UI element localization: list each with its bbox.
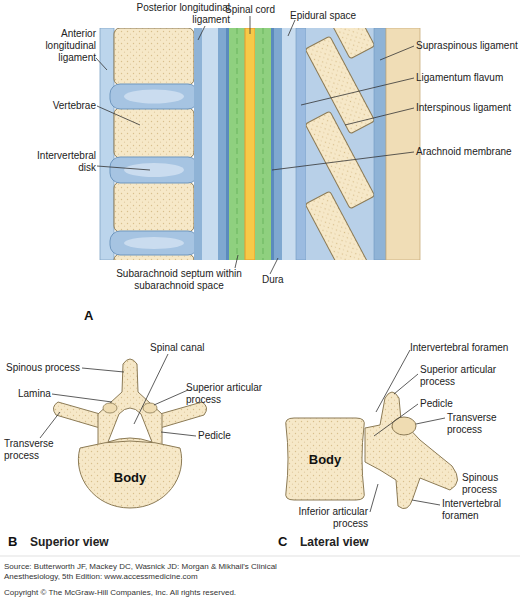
- copyright-note: Copyright © The McGraw-Hill Companies, I…: [4, 588, 404, 598]
- vertebral-body: [114, 108, 194, 158]
- anatomy-label: Spinous process: [462, 472, 518, 496]
- subarachnoid-septum: [237, 28, 263, 260]
- anatomy-label: Transverse process: [4, 438, 64, 462]
- spinous-process-shape: [306, 191, 374, 260]
- anatomy-label: Intervertebral disk: [20, 150, 96, 174]
- articular-facet: [103, 403, 117, 413]
- anatomy-label: Lamina: [18, 388, 68, 400]
- anatomy-label: Subarachnoid septum within subarachnoid …: [112, 268, 246, 292]
- view-title: Lateral view: [300, 535, 410, 549]
- vertebral-body-top: [78, 441, 181, 508]
- intervertebral-disk: [110, 84, 198, 109]
- supraspinous-band: [374, 28, 386, 260]
- spinal-canal-hole: [108, 408, 152, 442]
- leader-line: [394, 374, 418, 394]
- anatomy-label: Superior articular process: [186, 382, 278, 406]
- anatomy-label: Body: [295, 452, 355, 467]
- leader-line: [272, 152, 414, 170]
- leader-line: [52, 394, 112, 402]
- anatomy-label: Intervertebral foramen: [442, 498, 520, 522]
- epidural-band: [202, 28, 218, 260]
- panel-letter: B: [8, 534, 28, 549]
- vertebral-body-side: [286, 418, 365, 500]
- anatomy-label: Arachnoid membrane: [416, 146, 520, 158]
- vertebral-body: [114, 28, 194, 85]
- arachnoid-band: [271, 28, 274, 260]
- leader-line: [412, 500, 440, 505]
- leader-line: [416, 418, 445, 424]
- anatomy-label: Anterior longitudinal ligament: [18, 28, 96, 64]
- posterior-ligament-band: [194, 28, 202, 260]
- anatomy-label: Ligamentum flavum: [416, 72, 520, 84]
- ligamentum-flavum-band: [296, 28, 306, 260]
- anatomy-label: Intervertebral foramen: [410, 342, 520, 354]
- leader-line: [288, 20, 295, 36]
- arachnoid-band: [226, 28, 229, 260]
- anatomy-label: Interspinous ligament: [416, 102, 520, 114]
- leader-line: [97, 106, 140, 125]
- lateral-view-vertebra: [286, 392, 458, 509]
- leader-line: [380, 46, 414, 60]
- anatomy-label: Spinous process: [6, 362, 96, 374]
- leader-line: [154, 390, 188, 405]
- leader-line: [250, 16, 251, 34]
- skin-band: [386, 28, 420, 260]
- neural-arch-shape: [98, 359, 162, 446]
- transverse-process-shape: [160, 402, 207, 428]
- panel-letter: A: [84, 308, 104, 323]
- anatomy-label: Posterior longitudinal ligament: [112, 2, 230, 26]
- spinous-process-shape: [306, 111, 374, 209]
- posterior-elements: [365, 392, 458, 509]
- leader-line: [134, 354, 168, 424]
- transverse-process-shape: [53, 402, 100, 428]
- anatomy-label: Transverse process: [447, 412, 509, 436]
- epidural-band: [282, 28, 296, 260]
- anatomy-label: Dura: [262, 274, 302, 286]
- leader-line: [97, 166, 150, 170]
- leader-line: [301, 78, 414, 105]
- leader-line: [161, 432, 196, 436]
- dura-band: [274, 28, 282, 260]
- leader-line: [198, 26, 205, 40]
- view-title: Superior view: [30, 535, 140, 549]
- superior-view-vertebra: [53, 359, 206, 508]
- anatomy-label: Superior articular process: [420, 364, 512, 388]
- anterior-ligament-band: [100, 28, 114, 260]
- footer-rule: [0, 556, 520, 557]
- leader-line: [40, 412, 60, 438]
- dura-band: [218, 28, 226, 260]
- anatomy-label: Epidural space: [290, 10, 380, 22]
- leader-line: [345, 108, 414, 125]
- disk-nucleus: [124, 163, 184, 177]
- panel-letter: C: [278, 534, 298, 549]
- intervertebral-disk: [110, 231, 198, 255]
- leader-line: [235, 255, 238, 268]
- anatomy-label: Pedicle: [420, 398, 480, 410]
- anatomy-label: Supraspinous ligament: [416, 40, 520, 52]
- disk-nucleus: [124, 90, 184, 104]
- spinous-processes: [306, 28, 374, 260]
- transverse-process-shape: [392, 417, 416, 435]
- leader-line: [370, 484, 378, 512]
- anatomy-label: Vertebrae: [26, 100, 96, 112]
- leader-line: [96, 58, 107, 70]
- leader-lines: [96, 16, 414, 274]
- leader-line: [376, 350, 410, 412]
- intervertebral-disk: [110, 157, 198, 183]
- leader-line: [82, 368, 124, 372]
- anatomy-label: Spinal canal: [150, 342, 230, 354]
- spinal-cord-band: [245, 28, 255, 260]
- anatomy-label: Pedicle: [198, 430, 248, 442]
- source-note: Source: Butterworth JF, Mackey DC, Wasni…: [4, 562, 304, 582]
- anatomy-label: Body: [100, 470, 160, 485]
- disk-nucleus: [124, 237, 184, 249]
- anatomy-label: Spinal cord: [215, 4, 285, 16]
- leader-line: [374, 404, 418, 436]
- sagittal-section: [100, 28, 420, 260]
- vertebral-body: [114, 182, 194, 232]
- leader-line: [270, 258, 278, 274]
- anatomy-label: Inferior articular process: [294, 506, 368, 530]
